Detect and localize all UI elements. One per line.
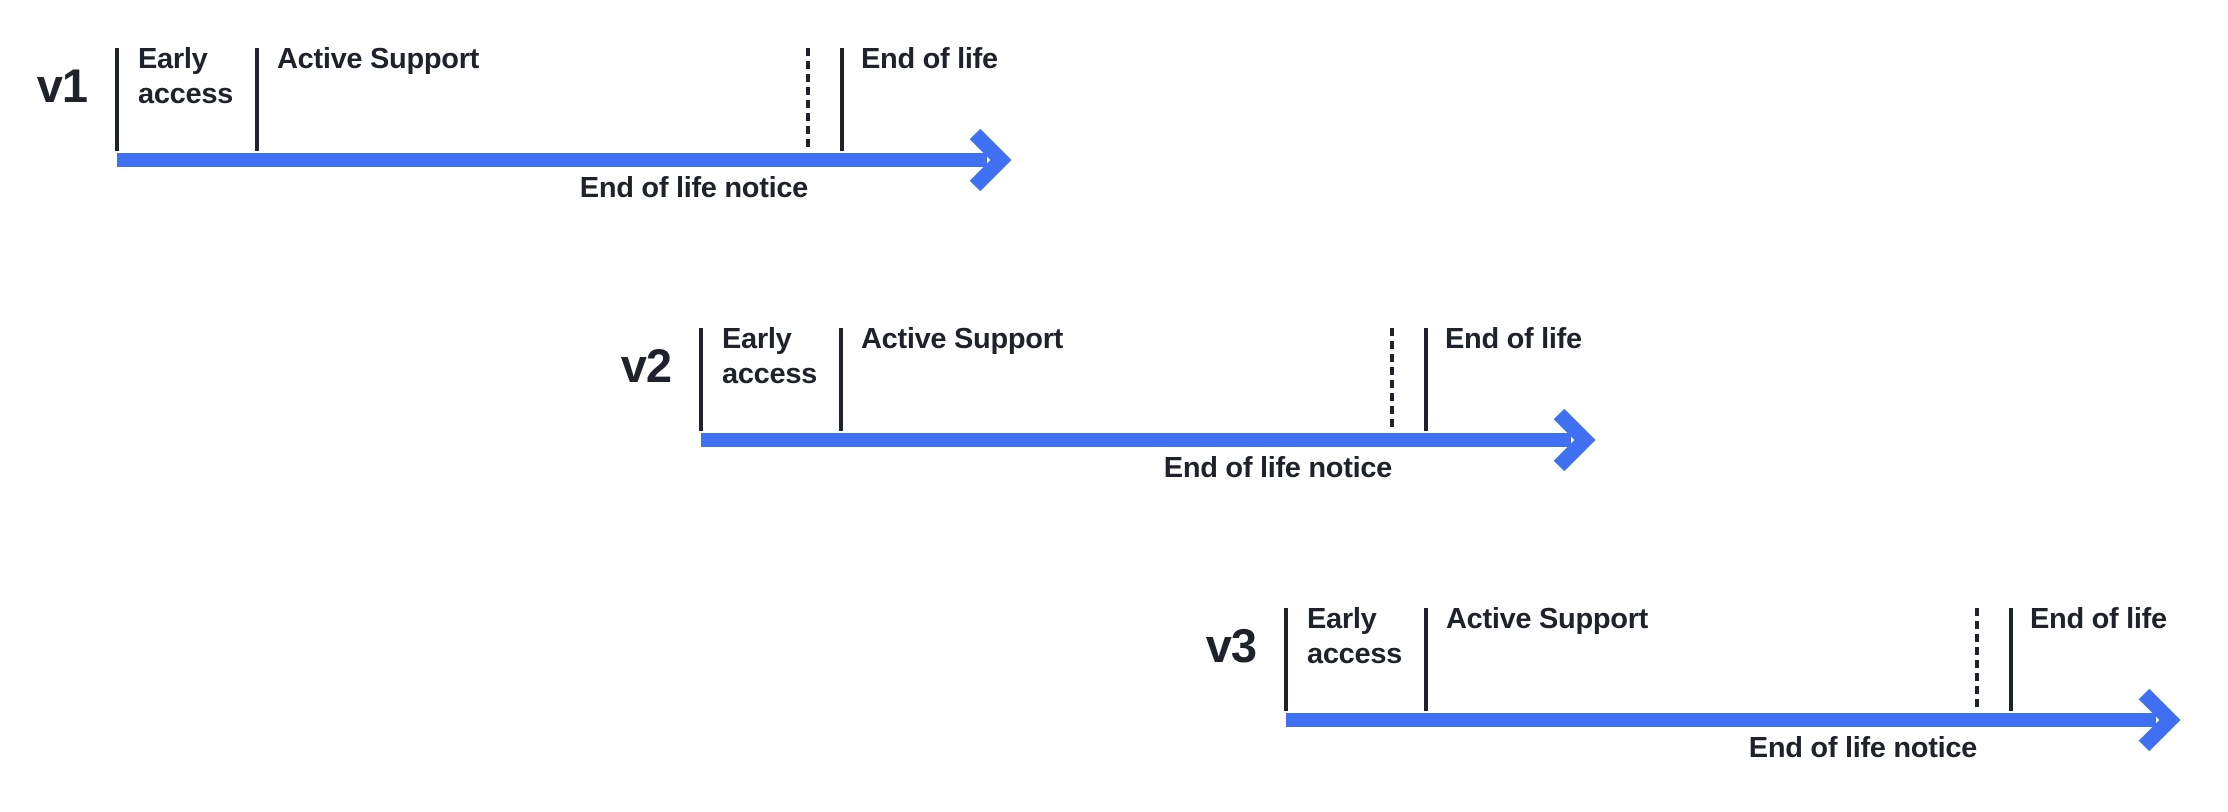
version-label: v2 [620, 339, 672, 392]
early-access-start-tick [115, 48, 119, 151]
arrow-shaft [1286, 713, 2156, 727]
end-of-life-tick [840, 48, 844, 151]
arrow-shaft [701, 433, 1571, 447]
end-of-life-notice-label: End of life notice [579, 172, 809, 204]
early-access-start-tick [1284, 608, 1288, 711]
active-support-start-tick [255, 48, 259, 151]
timeline-arrow [117, 128, 1012, 192]
eol-notice-dashed-line [1975, 608, 1979, 711]
end-of-life-label: End of life [861, 43, 998, 75]
early-access-label: Early access [138, 43, 233, 110]
eol-notice-dashed-line [806, 48, 810, 151]
early-access-label: Early access [1307, 603, 1402, 670]
timeline-arrow [701, 408, 1596, 472]
arrow-shaft [117, 153, 987, 167]
version-label: v3 [1205, 619, 1257, 672]
active-support-label: Active Support [277, 43, 480, 75]
end-of-life-notice-label: End of life notice [1748, 732, 1978, 764]
version-label: v1 [36, 59, 88, 112]
eol-notice-dashed-line [1390, 328, 1394, 431]
arrow-head-icon [969, 128, 1012, 192]
early-access-label: Early access [722, 323, 817, 390]
active-support-start-tick [1424, 608, 1428, 711]
timeline-v3: v3 Early access Active Support End of li… [1206, 603, 2228, 783]
end-of-life-tick [2009, 608, 2013, 711]
arrow-head-icon [1553, 408, 1596, 472]
active-support-label: Active Support [861, 323, 1064, 355]
timeline-arrow [1286, 688, 2181, 752]
end-of-life-label: End of life [2030, 603, 2167, 635]
end-of-life-notice-label: End of life notice [1163, 452, 1393, 484]
end-of-life-label: End of life [1445, 323, 1582, 355]
timeline-v2: v2 Early access Active Support End of li… [621, 323, 1661, 503]
active-support-label: Active Support [1446, 603, 1649, 635]
end-of-life-tick [1424, 328, 1428, 431]
early-access-start-tick [699, 328, 703, 431]
timeline-v1: v1 Early access Active Support End of li… [37, 43, 1077, 223]
arrow-head-icon [2138, 688, 2181, 752]
active-support-start-tick [839, 328, 843, 431]
